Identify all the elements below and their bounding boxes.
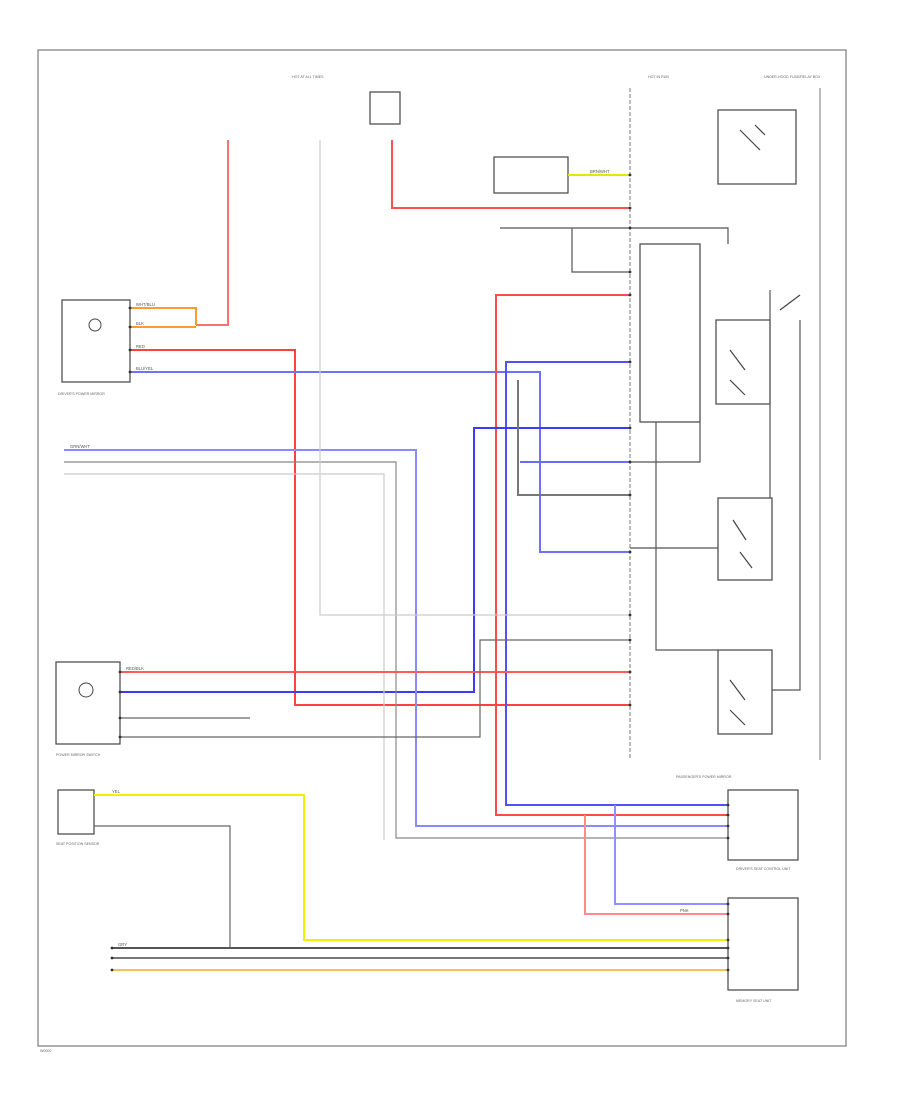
pins-left [110,306,132,972]
wire-lightblue-lower [614,805,728,905]
label-footer-code: W0000 [40,1049,51,1053]
wire-yellow-sensor [94,794,728,941]
wire-orange-1 [130,307,197,325]
wire-gray-switch-2 [120,639,630,738]
wire-blue-fuse-down [505,361,728,806]
label-wire-w10: PNK [680,908,689,913]
wire-gray-1 [517,380,630,496]
label-wire-w5: GRN/WHT [70,444,90,449]
pins-bottom-connector [726,803,730,972]
label-wire-w4: BLU/YEL [136,366,154,371]
relay-contacts-2 [729,349,746,396]
wire-blue-mid [120,427,630,693]
wire-red-fuse-down [495,294,728,816]
seat-control-connector [727,789,799,861]
left-mirror-box [61,299,131,383]
wire-dark-3 [630,422,701,463]
relay-box-1 [639,243,701,423]
relay-contact-top [739,124,766,151]
position-sensor-box [57,789,95,835]
label-underhood: UNDER-HOOD FUSE/RELAY BOX [764,75,821,79]
label-footer-note: MEMORY SEAT UNIT [736,999,772,1003]
label-wire-w1: WHT/BLU [136,302,155,307]
label-wire-w3: RED [136,344,145,349]
label-wire-w7: GRY [118,942,127,947]
left-mirror-motor [88,318,102,332]
relay-contacts-4 [729,679,746,726]
wire-gray-sensor [94,825,231,948]
relay-contacts-3 [732,519,753,569]
label-seat-position: SEAT POSITION SENSOR [56,842,100,846]
relay-box-top [717,109,797,185]
wire-dark-2 [571,228,630,273]
mirror-switch-box [55,661,121,745]
label-left-mirror: DRIVER'S POWER MIRROR [58,392,105,396]
relay-switch-top [779,294,801,311]
wire-red-top [196,140,229,326]
mirror-switch-knob [78,682,94,698]
label-wire-w2: BLK [136,321,144,326]
relay-box-2 [715,319,771,405]
label-memory-unit: DRIVER'S SEAT CONTROL UNIT [736,867,791,871]
diagram-frame [37,49,847,1047]
wire-dark-7 [772,320,801,691]
relay-box-4 [717,649,773,735]
inline-module [493,156,569,194]
wire-dark-4 [655,422,718,651]
relay-box-3 [717,497,773,581]
wire-lightblue [64,449,728,827]
label-wire-w6: YEL [112,789,121,794]
wire-red-fuse [391,140,630,209]
label-hot-run: HOT IN RUN [648,75,669,79]
wire-dark-1 [500,227,729,244]
wire-gray-left [64,461,728,839]
label-right-mirror: PASSENGER'S POWER MIRROR [676,775,732,779]
label-mirror-switch: POWER MIRROR SWITCH [56,753,101,757]
label-wire-w8: BRN/WHT [590,169,610,174]
wire-lightgray-left [64,473,385,840]
fuse-holder [369,91,401,125]
label-wire-w9: RED/BLK [126,666,144,671]
wire-pink-lower [584,815,728,915]
label-hot-all: HOT AT ALL TIMES [292,75,324,79]
memory-unit-connector [727,897,799,991]
wire-red-long [130,349,630,706]
pins-fuse-box [628,173,632,707]
wire-lightgray-vert [319,140,630,616]
